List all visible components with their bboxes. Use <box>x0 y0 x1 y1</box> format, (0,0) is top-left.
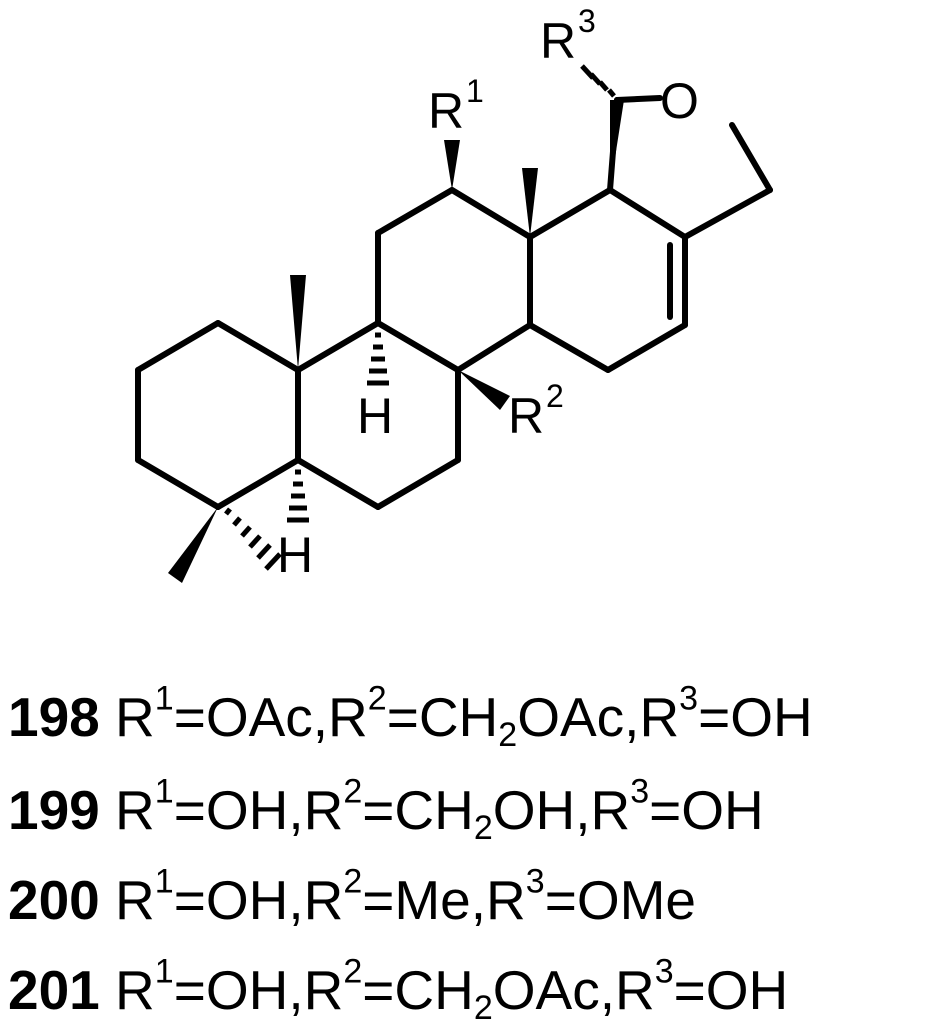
r2-subscript: 2 <box>473 809 493 848</box>
r1-value: OH <box>205 869 289 931</box>
h-label-c5: H <box>277 527 313 583</box>
bond <box>135 320 221 373</box>
hash-bonds <box>224 64 616 571</box>
bond <box>527 322 611 373</box>
r1-base: R <box>428 83 464 139</box>
r2-superscript: 2 <box>546 378 564 414</box>
wedge-bond-methyl-c10 <box>290 275 306 370</box>
bond <box>455 322 533 373</box>
molecule-structure: O H H R 1 R 2 R 3 <box>135 3 773 583</box>
compound-row-201: 201 R1=OH,R2=CH2OAc,R3=OH <box>8 952 789 1027</box>
r2-value-tail: OAc <box>517 686 625 748</box>
bond <box>375 187 455 236</box>
bond <box>607 187 688 240</box>
r2-subscript: 2 <box>498 716 518 755</box>
r3-superscript: 3 <box>578 3 596 39</box>
r2-label: R 2 <box>508 378 564 444</box>
r3-base: R <box>540 13 576 69</box>
bond <box>295 457 381 510</box>
r3-value: OMe <box>576 869 696 931</box>
wedge-bond-r2 <box>458 370 510 410</box>
compound-number: 199 <box>8 779 100 841</box>
hash-bond-h-c5 <box>287 469 309 523</box>
compound-number: 201 <box>8 959 100 1021</box>
wedge-bonds <box>168 100 624 583</box>
r1-label: R 1 <box>428 73 484 139</box>
bond-to-oxygen <box>614 95 663 103</box>
r2-value: CH <box>418 686 499 748</box>
bond <box>682 187 773 240</box>
h-label-c9: H <box>357 388 393 444</box>
atom-labels: O H H R 1 R 2 R 3 <box>277 3 699 583</box>
bond <box>375 320 461 373</box>
r2-subscript: 2 <box>473 989 493 1027</box>
hash-bond-h-c9 <box>367 332 389 386</box>
r1-value: OH <box>205 779 289 841</box>
wedge-bond-methyl-c13 <box>522 168 538 237</box>
r3-value: OH <box>730 686 813 748</box>
bond <box>215 457 301 510</box>
r3-label: R 3 <box>540 3 596 69</box>
bond <box>449 187 533 240</box>
wedge-bond-r1 <box>444 140 460 190</box>
r2-value-tail: OAc <box>492 959 600 1021</box>
compound-number: 198 <box>8 686 100 748</box>
r2-value: Me <box>394 869 471 931</box>
r3-value: OH <box>681 779 764 841</box>
r2-value-tail: OH <box>492 779 576 841</box>
compound-row-200: 200 R1=OH,R2=Me,R3=OMe <box>8 862 696 931</box>
r1-value: OAc <box>205 686 313 748</box>
compound-number: 200 <box>8 869 100 931</box>
r1-superscript: 1 <box>466 73 484 109</box>
bond <box>375 457 461 510</box>
bond <box>527 187 613 240</box>
hash-bond-methyl-c4 <box>224 507 282 571</box>
r2-value: CH <box>394 779 474 841</box>
bond <box>215 320 301 373</box>
oxygen-label: O <box>660 73 699 129</box>
r1-value: OH <box>205 959 289 1021</box>
compound-row-198: 198 R1=OAc,R2=CH2OAc,R3=OH <box>8 679 813 755</box>
wedge-bond-ring-e <box>610 100 624 190</box>
bond <box>135 457 221 510</box>
skeleton-bonds <box>135 95 773 510</box>
bond-to-oxygen <box>729 122 773 193</box>
compound-row-199: 199 R1=OH,R2=CH2OH,R3=OH <box>8 772 764 848</box>
hash-bond-r3 <box>580 64 616 98</box>
wedge-bond-methyl-c4 <box>168 507 218 583</box>
r2-base: R <box>508 388 544 444</box>
bond <box>605 322 688 373</box>
r3-value: OH <box>705 959 789 1021</box>
bond <box>295 320 381 373</box>
r2-value: CH <box>394 959 474 1021</box>
